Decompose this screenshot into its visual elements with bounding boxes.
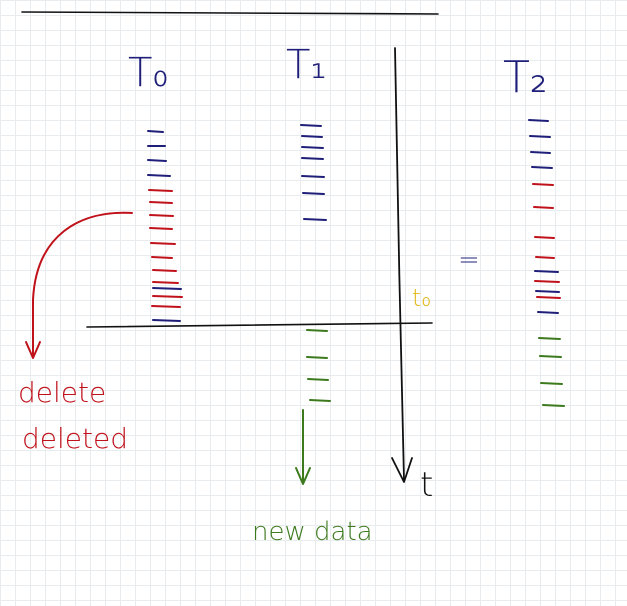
delete-label-line1: delete — [18, 376, 106, 409]
header-t1: T₁ — [286, 42, 326, 88]
equals-sign: = — [458, 245, 480, 275]
time-axis-line — [394, 47, 405, 481]
delete-label-line2: deleted — [22, 422, 128, 455]
t1-record-ticks — [300, 124, 327, 221]
top-divider-line — [21, 11, 439, 15]
header-t0: T₀ — [128, 50, 168, 96]
delete-arrow — [32, 211, 133, 357]
t1-new-record-ticks — [306, 329, 331, 402]
time-axis-arrowhead — [391, 457, 413, 483]
new-data-arrowhead — [295, 467, 311, 485]
t0-record-ticks — [147, 130, 183, 322]
t2-record-ticks — [528, 119, 565, 407]
time-axis-label: t — [420, 465, 433, 505]
split-line — [86, 322, 433, 328]
split-point-label: t₀ — [412, 284, 431, 312]
delete-arrowhead — [25, 341, 41, 359]
new-data-label: new data — [252, 517, 373, 547]
header-t2: T₂ — [503, 52, 548, 103]
